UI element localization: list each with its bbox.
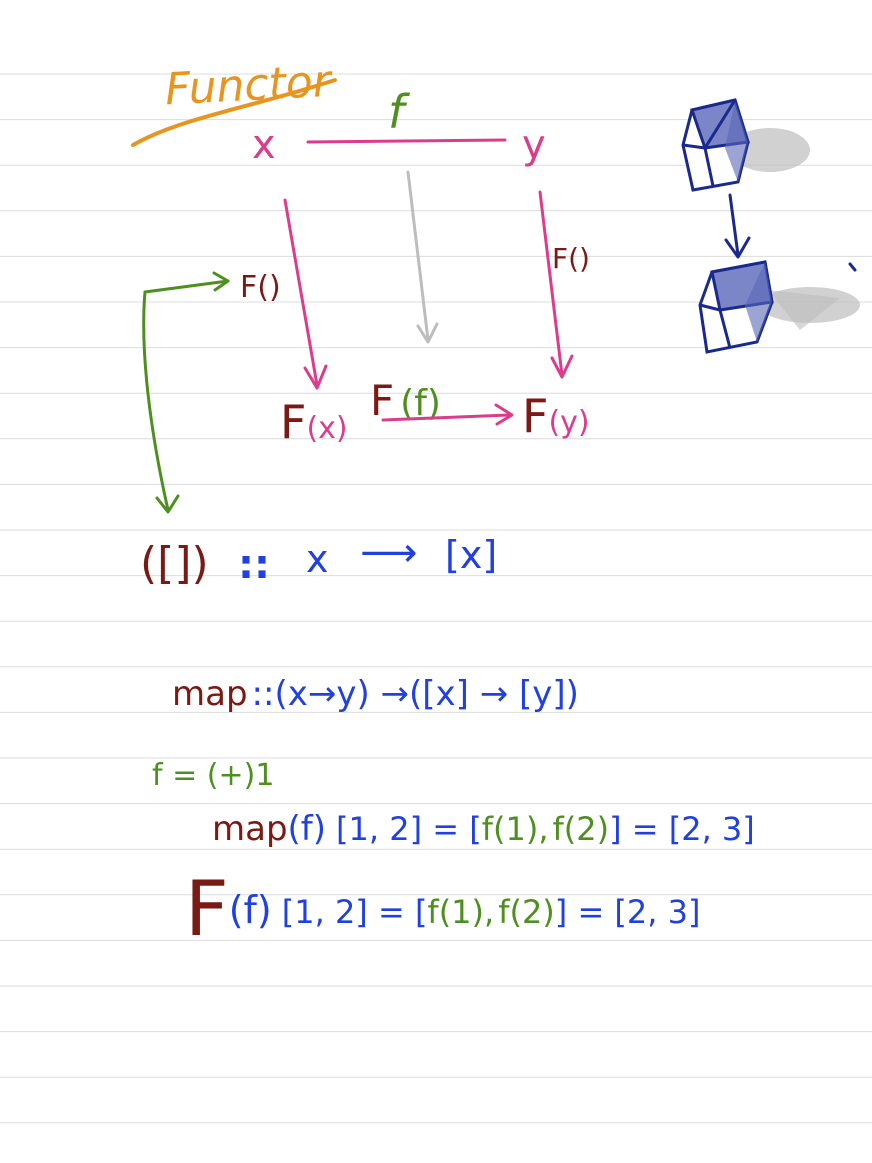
arrow-right-head	[550, 354, 574, 379]
green-link-head-bottom	[155, 494, 180, 514]
green-link-head-top	[212, 271, 230, 292]
list-src: x	[306, 537, 329, 581]
f-definition: f = (+)1	[152, 758, 274, 793]
functor-label-left: F()	[240, 270, 281, 305]
list-arrow: ⟶	[360, 530, 417, 576]
arrow-left-head	[303, 364, 328, 390]
map-application: map(f)[1, 2] = [f(1),f(2)] = [2, 3]	[212, 809, 755, 849]
object-Fx: F(x)	[280, 395, 348, 449]
arrow-middle-down	[406, 170, 430, 342]
functor-label-right: F()	[552, 242, 590, 275]
arrow-Ff-head	[494, 403, 514, 426]
arrow-left-down	[283, 198, 319, 387]
arrow-right-down	[538, 190, 564, 377]
cube-arrow-head	[724, 236, 751, 259]
cube-arrow	[728, 193, 740, 257]
title-underline	[131, 78, 337, 147]
arrow-middle-head	[416, 322, 439, 344]
list-colons: ::	[238, 542, 270, 588]
label-f: f	[388, 85, 410, 139]
list-dst: [x]	[445, 533, 497, 577]
cube-sketch-icon	[698, 260, 860, 354]
functor-application: F(f)[1, 2] = [f(1),f(2)] = [2, 3]	[185, 864, 700, 953]
object-y: y	[522, 122, 546, 168]
object-x: x	[252, 122, 276, 168]
map-signature: map::(x→y) →([x] → [y])	[172, 674, 579, 714]
green-link	[142, 279, 230, 512]
list-ctor: ([])	[140, 538, 209, 589]
arrow-Ff-line	[381, 413, 512, 422]
cube-sketch-icon	[681, 98, 810, 192]
object-Fy: F(y)	[522, 389, 590, 443]
arrow-f-line	[306, 138, 507, 144]
